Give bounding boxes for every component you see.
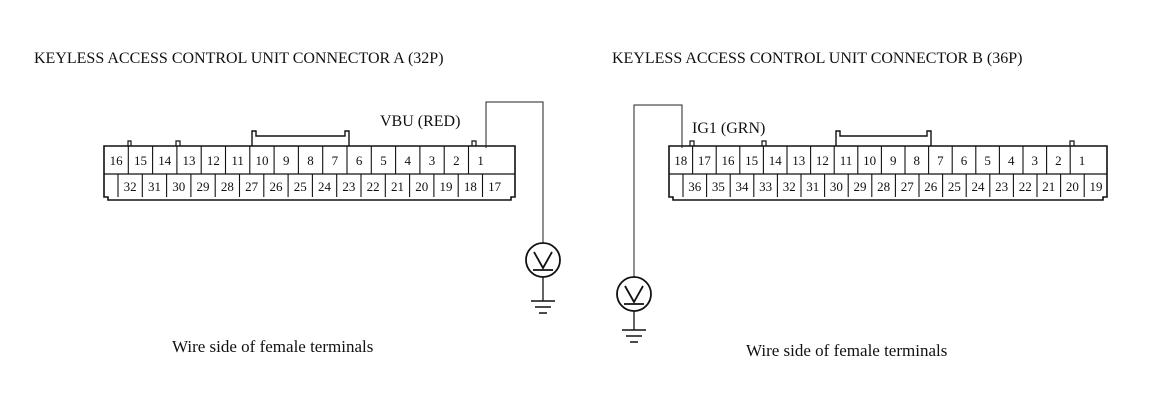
- pin-label: 36: [688, 179, 702, 194]
- pin-label: 12: [207, 153, 220, 168]
- pin-label: 34: [736, 179, 750, 194]
- pin-label: 15: [134, 153, 147, 168]
- connector-a-title: KEYLESS ACCESS CONTROL UNIT CONNECTOR A …: [34, 50, 444, 67]
- pin-label: 6: [961, 153, 968, 168]
- pin-label: 16: [722, 153, 736, 168]
- pin-label: 21: [391, 179, 404, 194]
- ground-icon: [622, 311, 646, 343]
- pin-label: 8: [914, 153, 921, 168]
- pin-label: 5: [984, 153, 991, 168]
- pin-label: 29: [854, 179, 867, 194]
- voltmeter-icon: [525, 242, 561, 278]
- pin-label: 35: [712, 179, 725, 194]
- connector-a-wire-label: VBU (RED): [380, 113, 460, 130]
- connector-b-housing: [668, 145, 1108, 201]
- voltmeter-icon: [616, 276, 652, 312]
- pin-label: 11: [231, 153, 244, 168]
- pin-label: 19: [440, 179, 453, 194]
- connector-b-top-dividers: [692, 146, 1071, 174]
- connector-a-probe-wire: [485, 101, 544, 243]
- pin-label: 3: [1032, 153, 1039, 168]
- pin-label: 27: [245, 179, 259, 194]
- pin-label: 10: [255, 153, 268, 168]
- pin-label: 30: [830, 179, 843, 194]
- pin-label: 1: [1079, 153, 1086, 168]
- connector-b-latch: [835, 130, 932, 146]
- connector-b-title: KEYLESS ACCESS CONTROL UNIT CONNECTOR B …: [612, 50, 1022, 67]
- pin-label: 32: [124, 179, 137, 194]
- pin-label: 30: [172, 179, 185, 194]
- pin-label: 2: [1055, 153, 1062, 168]
- pin-label: 20: [415, 179, 428, 194]
- pin-label: 17: [488, 179, 502, 194]
- pin-label: 24: [318, 179, 332, 194]
- connector-a-bottom-row: 32 31 30 29 28 27 26 25 24 23 22 21 20 19 18 17: [124, 179, 502, 194]
- pin-label: 33: [759, 179, 772, 194]
- pin-label: 11: [840, 153, 853, 168]
- connector-b-caption: Wire side of female terminals: [746, 341, 947, 360]
- connector-b-probe-wire: [633, 104, 683, 277]
- pin-label: 23: [995, 179, 1008, 194]
- pin-label: 31: [148, 179, 161, 194]
- connector-b: KEYLESS ACCESS CONTROL UNIT CONNECTOR B …: [612, 50, 1108, 360]
- pin-label: 19: [1090, 179, 1103, 194]
- pin-label: 13: [792, 153, 805, 168]
- pin-label: 8: [307, 153, 314, 168]
- pin-label: 22: [1019, 179, 1032, 194]
- pin-label: 18: [464, 179, 477, 194]
- pin-label: 26: [924, 179, 938, 194]
- pin-label: 4: [405, 153, 412, 168]
- connector-b-top-row: 18 17 16 15 14 13 12 11 10 9 8 7 6 5 4 3 2 1: [674, 153, 1085, 168]
- pin-label: 13: [183, 153, 196, 168]
- connector-a-top-dividers: [127, 146, 470, 174]
- pin-label: 7: [332, 153, 339, 168]
- pin-label: 25: [294, 179, 307, 194]
- connector-b-key: [689, 140, 1075, 146]
- connector-a-caption: Wire side of female terminals: [172, 337, 373, 356]
- pin-label: 27: [901, 179, 915, 194]
- pin-label: 14: [158, 153, 172, 168]
- pin-label: 2: [453, 153, 460, 168]
- pin-label: 3: [429, 153, 436, 168]
- pin-label: 9: [283, 153, 290, 168]
- pin-label: 22: [367, 179, 380, 194]
- connector-a-latch: [251, 130, 350, 146]
- pin-label: 29: [197, 179, 210, 194]
- connector-a-bottom-dividers: [117, 174, 484, 197]
- pin-label: 28: [221, 179, 234, 194]
- pin-label: 25: [948, 179, 961, 194]
- pin-label: 6: [356, 153, 363, 168]
- pin-label: 4: [1008, 153, 1015, 168]
- connector-b-bottom-dividers: [682, 174, 1085, 197]
- pin-label: 26: [269, 179, 283, 194]
- pin-label: 9: [890, 153, 897, 168]
- pin-label: 31: [806, 179, 819, 194]
- connector-b-wire-label: IG1 (GRN): [692, 120, 765, 137]
- connector-b-bottom-row: 36 35 34 33 32 31 30 29 28 27 26 25 24 23 22 21 20 19: [688, 179, 1102, 194]
- connector-a-top-row: 16 15 14 13 12 11 10 9 8 7 6 5 4 3 2 1: [110, 153, 484, 168]
- pin-label: 23: [342, 179, 355, 194]
- pin-label: 7: [937, 153, 944, 168]
- pin-label: 10: [863, 153, 876, 168]
- pin-label: 17: [698, 153, 712, 168]
- pin-label: 21: [1042, 179, 1055, 194]
- ground-icon: [531, 277, 555, 314]
- connector-a-housing: [103, 145, 516, 201]
- connector-a: KEYLESS ACCESS CONTROL UNIT CONNECTOR A …: [34, 50, 561, 356]
- pin-label: 5: [380, 153, 387, 168]
- pin-label: 15: [745, 153, 758, 168]
- pin-label: 28: [877, 179, 890, 194]
- pin-label: 32: [783, 179, 796, 194]
- pin-label: 16: [110, 153, 124, 168]
- pin-label: 24: [972, 179, 986, 194]
- pin-label: 18: [674, 153, 687, 168]
- pin-label: 20: [1066, 179, 1079, 194]
- connector-a-key: [127, 140, 477, 146]
- pin-label: 14: [769, 153, 783, 168]
- pin-label: 1: [477, 153, 484, 168]
- pin-label: 12: [816, 153, 829, 168]
